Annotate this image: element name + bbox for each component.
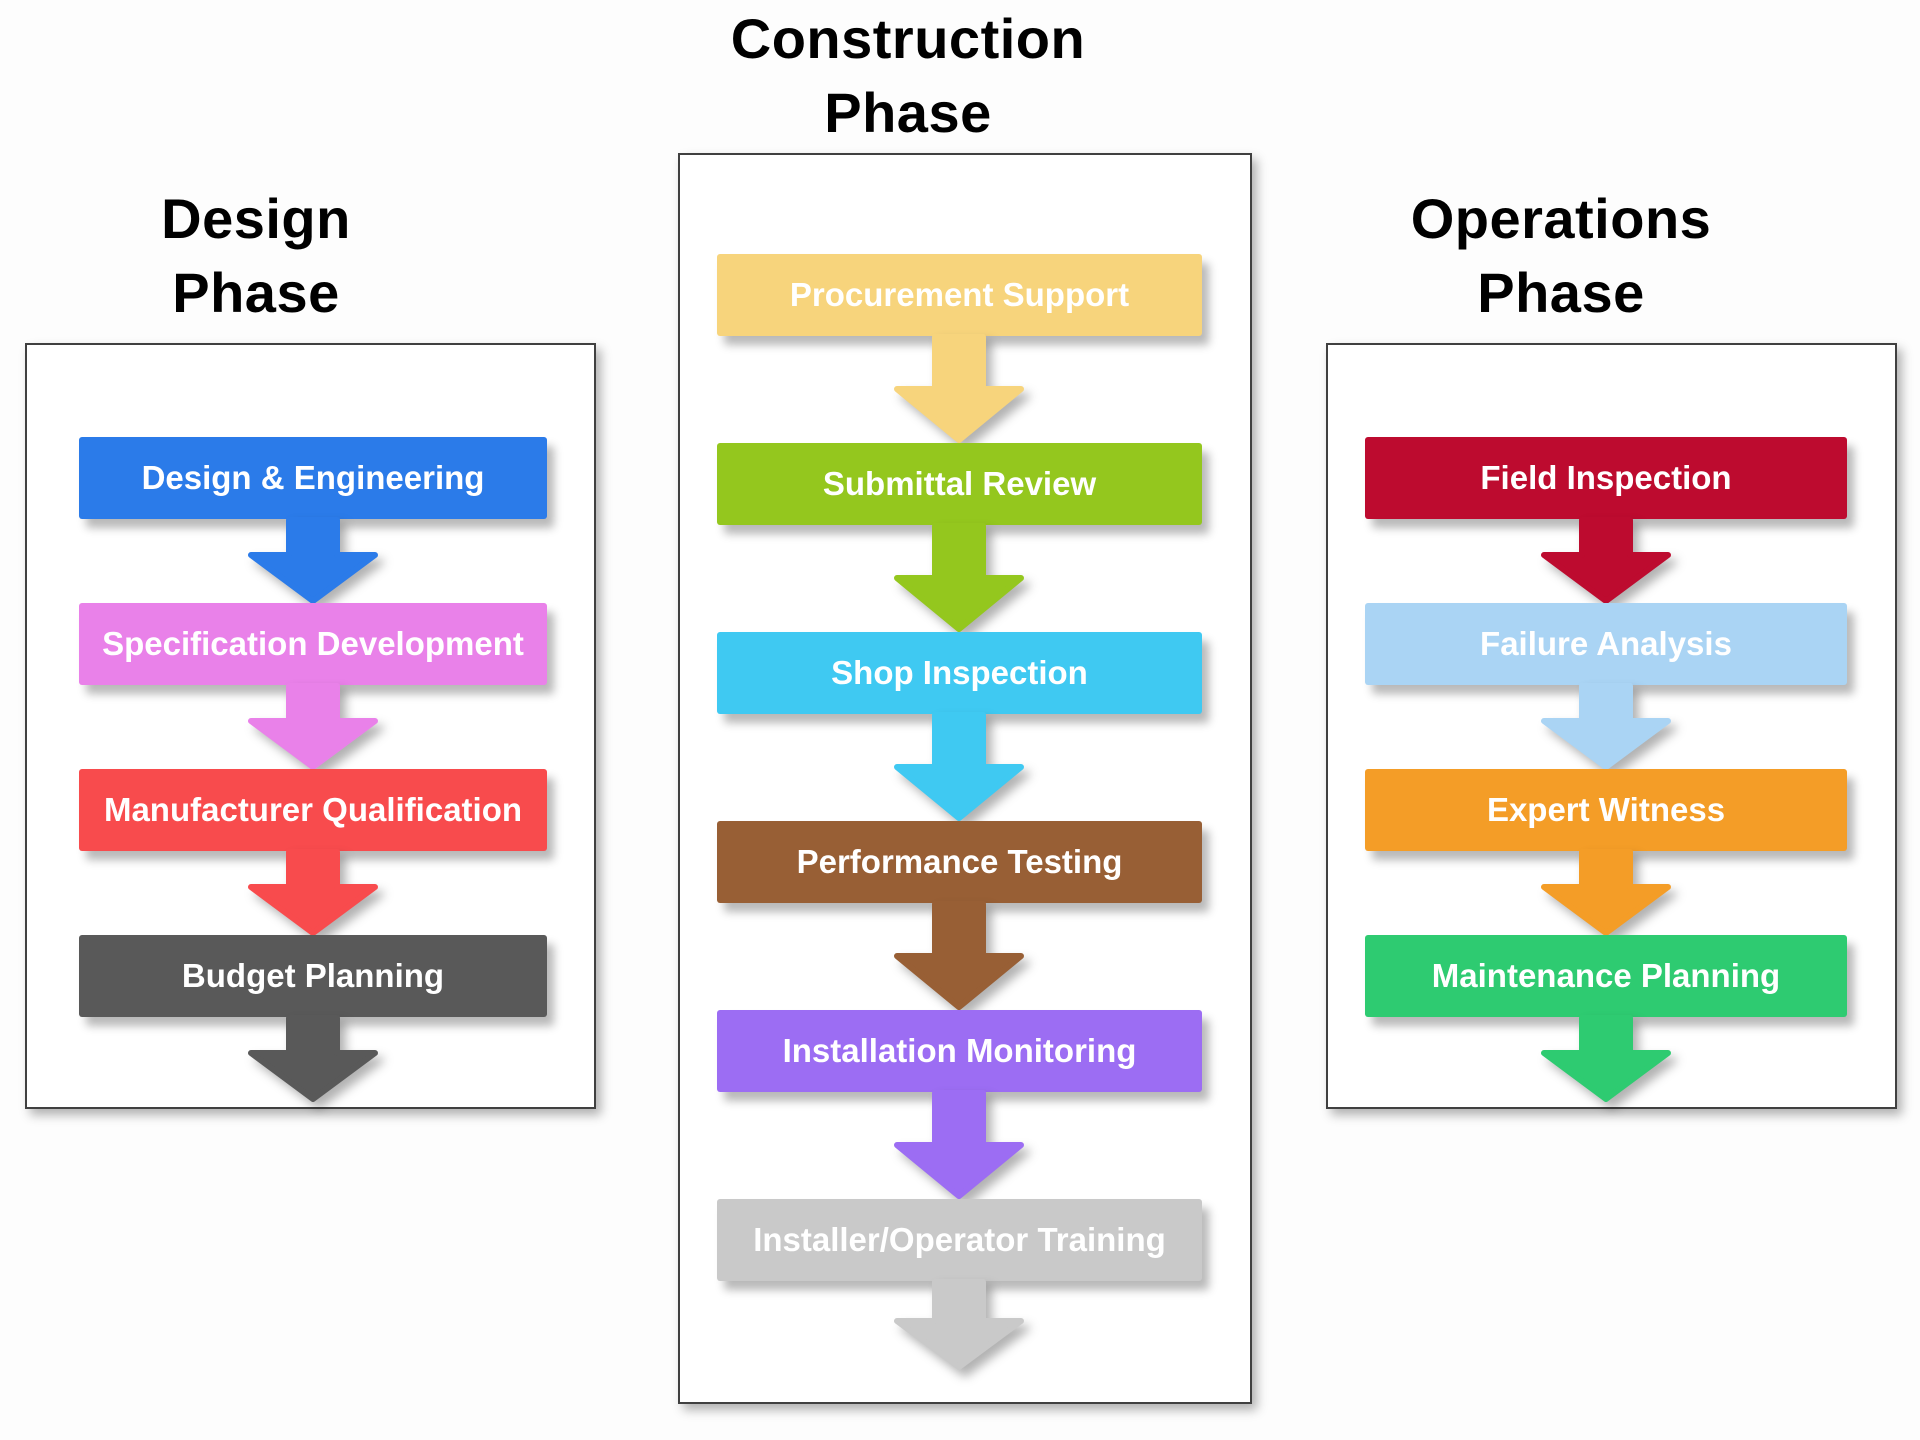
step-label: Installation Monitoring	[782, 1032, 1137, 1069]
down-arrow-icon	[894, 1279, 1024, 1370]
down-arrow-icon	[894, 901, 1024, 1010]
process-step-bar: Failure Analysis	[1365, 603, 1847, 685]
title-line-2: Phase	[172, 261, 340, 324]
down-arrow-icon	[894, 334, 1024, 443]
title-line-1: Construction	[730, 7, 1086, 70]
step-label: Shop Inspection	[831, 654, 1088, 691]
down-arrow-icon	[248, 849, 378, 936]
down-arrow-icon	[1541, 517, 1671, 604]
title-line-1: Operations	[1410, 187, 1712, 250]
step-label: Specification Development	[102, 625, 524, 662]
operations-phase-box: Field Inspection Failure Analysis Expert…	[1326, 343, 1897, 1109]
process-step-bar: Specification Development	[79, 603, 547, 685]
step-label: Design & Engineering	[141, 459, 485, 496]
step-label: Submittal Review	[822, 465, 1097, 502]
construction-phase-box: Procurement Support Submittal Review Sho…	[678, 153, 1252, 1404]
process-step-bar: Procurement Support	[717, 254, 1202, 336]
step-label: Budget Planning	[181, 957, 445, 994]
operations-phase-title: Operations Phase	[1331, 182, 1791, 330]
down-arrow-icon	[894, 523, 1024, 632]
process-step-bar: Design & Engineering	[79, 437, 547, 519]
process-step-bar: Performance Testing	[717, 821, 1202, 903]
down-arrow-icon	[248, 683, 378, 770]
title-line-2: Phase	[1477, 261, 1645, 324]
process-step-bar: Shop Inspection	[717, 632, 1202, 714]
process-step-bar: Installation Monitoring	[717, 1010, 1202, 1092]
design-phase-title: Design Phase	[26, 182, 486, 330]
step-label: Performance Testing	[796, 843, 1123, 880]
process-step-bar: Maintenance Planning	[1365, 935, 1847, 1017]
down-arrow-icon	[248, 1015, 378, 1102]
down-arrow-icon	[1541, 849, 1671, 936]
step-label: Installer/Operator Training	[753, 1221, 1166, 1258]
step-label: Field Inspection	[1480, 459, 1732, 496]
down-arrow-icon	[894, 1090, 1024, 1199]
process-step-bar: Budget Planning	[79, 935, 547, 1017]
title-line-1: Design	[161, 187, 351, 250]
process-step-bar: Installer/Operator Training	[717, 1199, 1202, 1281]
design-phase-box: Design & Engineering Specification Devel…	[25, 343, 596, 1109]
down-arrow-icon	[1541, 683, 1671, 770]
title-line-2: Phase	[824, 81, 992, 144]
step-label: Failure Analysis	[1480, 625, 1732, 662]
process-step-bar: Expert Witness	[1365, 769, 1847, 851]
construction-phase-title: Construction Phase	[628, 2, 1188, 150]
step-label: Procurement Support	[789, 276, 1130, 313]
step-label: Manufacturer Qualification	[103, 791, 523, 828]
down-arrow-icon	[894, 712, 1024, 821]
step-label: Expert Witness	[1486, 791, 1726, 828]
process-step-bar: Field Inspection	[1365, 437, 1847, 519]
down-arrow-icon	[248, 517, 378, 604]
step-label: Maintenance Planning	[1431, 957, 1781, 994]
process-step-bar: Manufacturer Qualification	[79, 769, 547, 851]
down-arrow-icon	[1541, 1015, 1671, 1102]
process-step-bar: Submittal Review	[717, 443, 1202, 525]
